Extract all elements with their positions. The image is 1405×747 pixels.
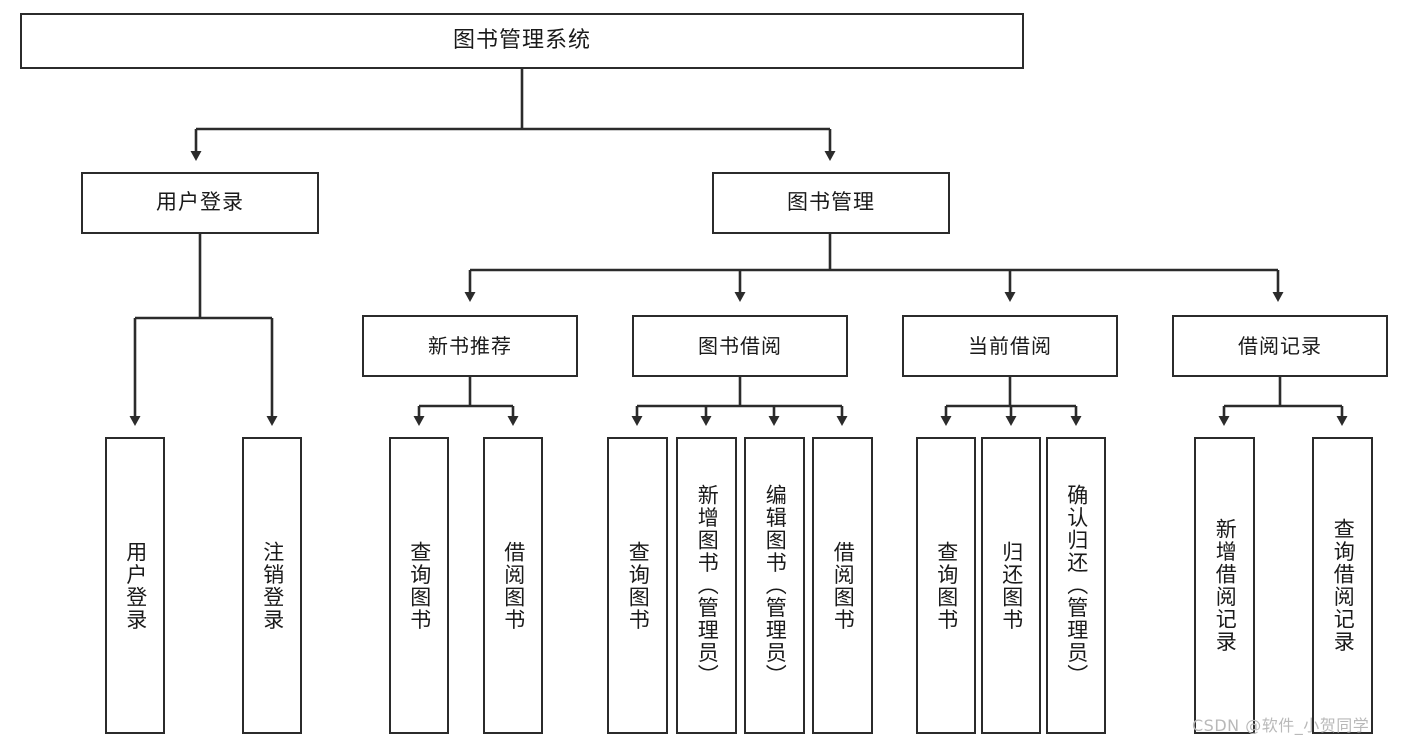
leaf-bb-edit-book[interactable]: 编辑图书（管理员） [744,437,805,734]
node-new-book-recommend-label: 新书推荐 [428,334,512,358]
leaf-br-add-record[interactable]: 新增借阅记录 [1194,437,1255,734]
leaf-bb-edit-book-label: 编辑图书（管理员） [763,484,788,687]
node-borrow-record-label: 借阅记录 [1238,334,1322,358]
node-root-system[interactable]: 图书管理系统 [20,13,1024,69]
node-book-manage-label: 图书管理 [787,190,875,215]
leaf-nb-borrow-book-label: 借阅图书 [501,540,526,631]
leaf-bb-add-book[interactable]: 新增图书（管理员） [676,437,737,734]
leaf-user-login[interactable]: 用户登录 [105,437,165,734]
leaf-nb-query-book[interactable]: 查询图书 [389,437,449,734]
node-current-borrow[interactable]: 当前借阅 [902,315,1118,377]
leaf-bb-borrow-book[interactable]: 借阅图书 [812,437,873,734]
leaf-br-add-record-label: 新增借阅记录 [1213,518,1238,653]
leaf-bb-query-book[interactable]: 查询图书 [607,437,668,734]
node-root-label: 图书管理系统 [452,27,591,53]
node-user-login-label: 用户登录 [156,190,244,215]
leaf-logout[interactable]: 注销登录 [242,437,302,734]
leaf-cb-query-book-label: 查询图书 [934,540,959,631]
leaf-user-login-label: 用户登录 [123,540,148,631]
leaf-nb-borrow-book[interactable]: 借阅图书 [483,437,543,734]
csdn-watermark: CSDN @软件_小贺同学 [1192,716,1370,735]
leaf-bb-add-book-label: 新增图书（管理员） [695,484,720,687]
leaf-nb-query-book-label: 查询图书 [407,540,432,631]
leaf-br-query-record-label: 查询借阅记录 [1331,518,1356,653]
leaf-logout-label: 注销登录 [260,540,285,631]
leaf-cb-confirm-return-label: 确认归还（管理员） [1064,484,1089,687]
node-new-book-recommend[interactable]: 新书推荐 [362,315,578,377]
node-book-borrow[interactable]: 图书借阅 [632,315,848,377]
leaf-cb-return-book[interactable]: 归还图书 [981,437,1041,734]
leaf-bb-query-book-label: 查询图书 [626,540,651,631]
node-book-manage[interactable]: 图书管理 [712,172,950,234]
leaf-cb-confirm-return[interactable]: 确认归还（管理员） [1046,437,1106,734]
node-current-borrow-label: 当前借阅 [968,334,1052,358]
node-user-login[interactable]: 用户登录 [81,172,319,234]
node-borrow-record[interactable]: 借阅记录 [1172,315,1388,377]
leaf-bb-borrow-book-label: 借阅图书 [831,540,856,631]
leaf-cb-query-book[interactable]: 查询图书 [916,437,976,734]
node-book-borrow-label: 图书借阅 [698,334,782,358]
leaf-cb-return-book-label: 归还图书 [999,540,1024,631]
leaf-br-query-record[interactable]: 查询借阅记录 [1312,437,1373,734]
